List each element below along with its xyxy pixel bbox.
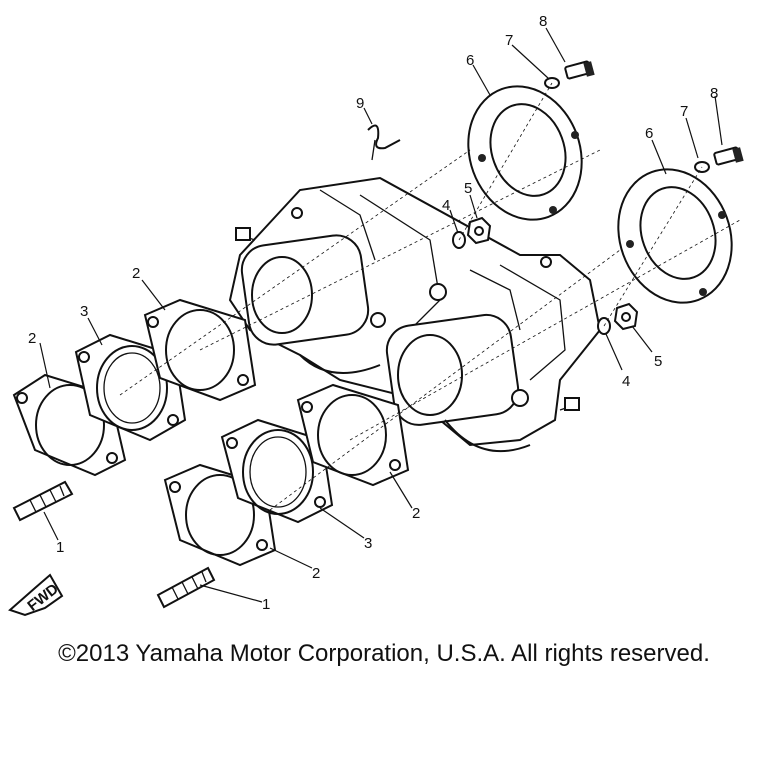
callout-2: 2 [312, 565, 320, 582]
callout-2: 2 [132, 265, 140, 282]
copyright-notice: ©2013 Yamaha Motor Corporation, U.S.A. A… [58, 640, 710, 667]
nut-lower [613, 302, 639, 331]
leader-lines [39, 27, 723, 603]
callout-1: 1 [56, 539, 64, 556]
carburetor-assembly [228, 176, 602, 453]
parts-diagram: FWD 2 3 2 1 1 2 3 [8, 13, 744, 617]
alignment-lines [119, 82, 741, 511]
callout-7: 7 [680, 103, 688, 120]
screw-upper [564, 60, 595, 80]
screw-lower [713, 146, 744, 166]
callout-6: 6 [645, 125, 653, 142]
callout-4: 4 [442, 197, 450, 214]
spacer-lower [220, 418, 334, 524]
callout-6: 6 [466, 52, 474, 69]
callout-3: 3 [80, 303, 88, 320]
callout-8: 8 [539, 13, 547, 30]
callout-3: 3 [364, 535, 372, 552]
callout-9: 9 [356, 95, 364, 112]
forward-arrow: FWD [8, 573, 64, 617]
spring-clip [367, 124, 401, 161]
callout-1: 1 [262, 596, 270, 613]
callout-7: 7 [505, 32, 513, 49]
nut-upper [466, 216, 492, 245]
callout-5: 5 [464, 180, 472, 197]
air-horn-upper [467, 85, 583, 221]
callouts: 2 3 2 1 1 2 3 2 4 5 6 7 8 9 6 7 8 4 5 [28, 13, 718, 613]
callout-4: 4 [622, 373, 630, 390]
callout-8: 8 [710, 85, 718, 102]
stud-upper [12, 480, 74, 522]
air-horn-lower [617, 168, 733, 304]
stud-lower [156, 566, 216, 609]
callout-2: 2 [412, 505, 420, 522]
callout-2: 2 [28, 330, 36, 347]
callout-5: 5 [654, 353, 662, 370]
gasket-lower-right [296, 383, 410, 487]
